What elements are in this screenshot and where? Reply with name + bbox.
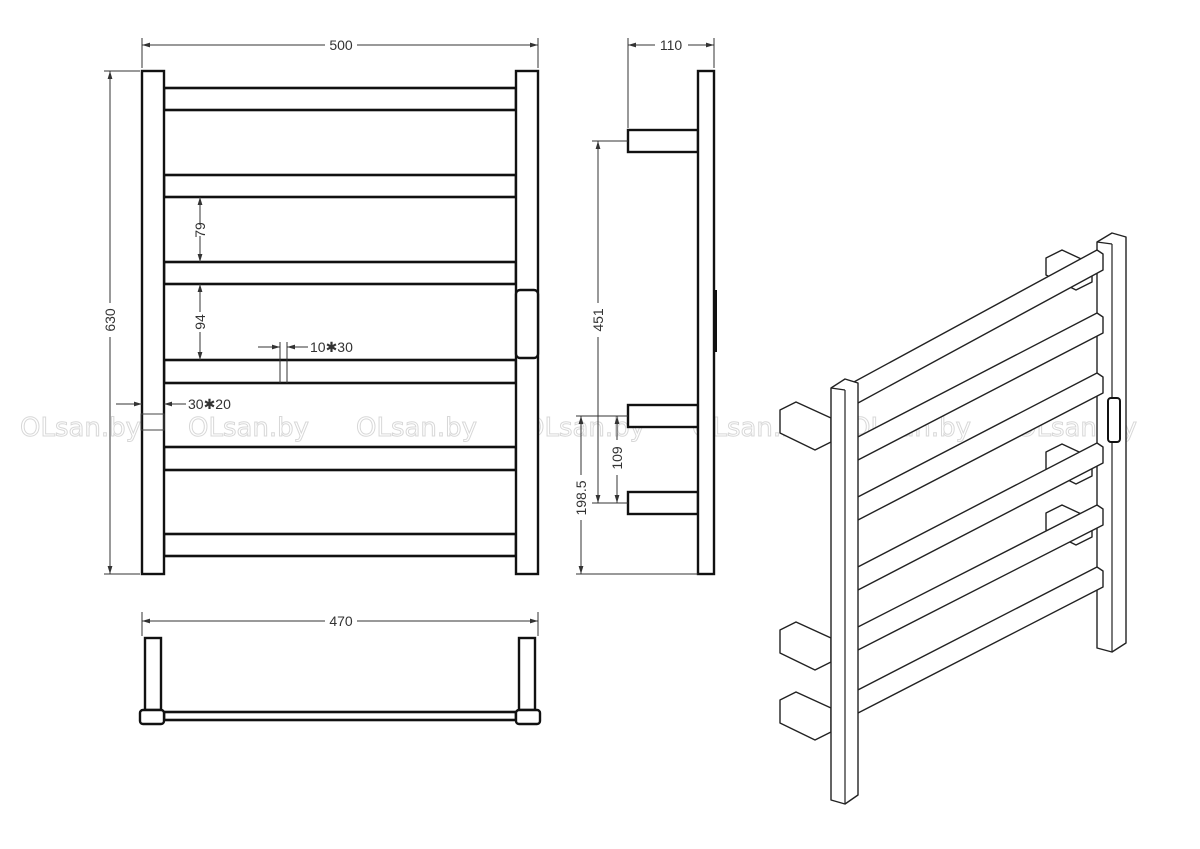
svg-text:OLsan.by: OLsan.by [20, 413, 141, 443]
rail-4 [162, 358, 518, 385]
rail-1 [162, 86, 518, 112]
side-view: 110 451 109 198.5 [573, 37, 717, 576]
left-post [140, 69, 166, 576]
bracket-middle [626, 403, 700, 429]
isometric-view [779, 232, 1127, 805]
top-rail [162, 710, 518, 722]
rails [162, 86, 518, 558]
side-post [696, 69, 716, 576]
dim-94: 94 [192, 314, 208, 330]
rail-5 [162, 445, 518, 472]
top-left-post [143, 636, 163, 712]
svg-text:OLsan.by: OLsan.by [356, 413, 477, 443]
bracket-top [626, 128, 700, 154]
rail-3 [162, 260, 518, 286]
bracket-bottom [626, 490, 700, 516]
dim-depth-110: 110 [660, 37, 683, 53]
dim-109: 109 [609, 446, 625, 470]
top-right-post [517, 636, 537, 712]
iso-rails [851, 249, 1104, 714]
svg-text:OLsan.by: OLsan.by [524, 413, 645, 443]
iso-bracket [779, 691, 832, 741]
front-view: 500 630 79 94 10✱30 30✱20 [102, 37, 540, 576]
dim-198-5: 198.5 [573, 480, 589, 515]
top-left-cap [138, 708, 166, 726]
rail-2 [162, 173, 518, 199]
dim-rail-profile: 10✱30 [310, 339, 353, 355]
dim-width-500: 500 [329, 37, 353, 53]
dim-height-630: 630 [102, 308, 118, 332]
post-section-marker [140, 413, 165, 431]
iso-bracket [779, 621, 832, 671]
rail-6 [162, 532, 518, 558]
dim-post-profile: 30✱20 [188, 396, 231, 412]
top-right-cap [514, 708, 542, 726]
dim-79: 79 [192, 222, 208, 238]
svg-text:OLsan.by: OLsan.by [188, 413, 309, 443]
dim-451: 451 [590, 308, 606, 332]
control-unit [514, 288, 540, 360]
top-view: 470 [138, 612, 542, 726]
dim-width-470: 470 [329, 613, 353, 629]
